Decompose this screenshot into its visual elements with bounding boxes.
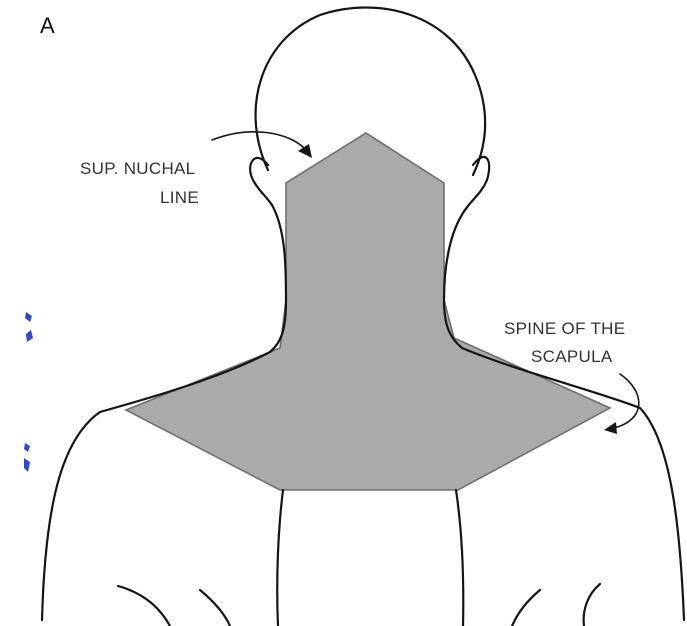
left-lower-crease: [118, 586, 170, 626]
shaded-region: [126, 133, 610, 490]
scapula-label-line1: SPINE OF THE: [504, 319, 625, 338]
nuchal-line-arrow-head: [298, 144, 312, 158]
scapula-label-line2: SCAPULA: [531, 347, 613, 366]
scapula-arrow-head: [604, 422, 617, 434]
edge-mark-lower: [24, 443, 30, 472]
right-lower-crease: [584, 584, 600, 626]
left-inner-crease: [200, 590, 230, 626]
left-back-contour: [277, 490, 283, 626]
left-ear: [250, 158, 272, 205]
nuchal-line-label-line1: SUP. NUCHAL: [80, 159, 195, 178]
edge-mark-upper: [25, 312, 33, 342]
right-inner-crease: [512, 590, 540, 626]
nuchal-line-label-line2: LINE: [160, 188, 199, 207]
panel-label: A: [40, 13, 55, 38]
right-back-contour: [456, 490, 463, 626]
